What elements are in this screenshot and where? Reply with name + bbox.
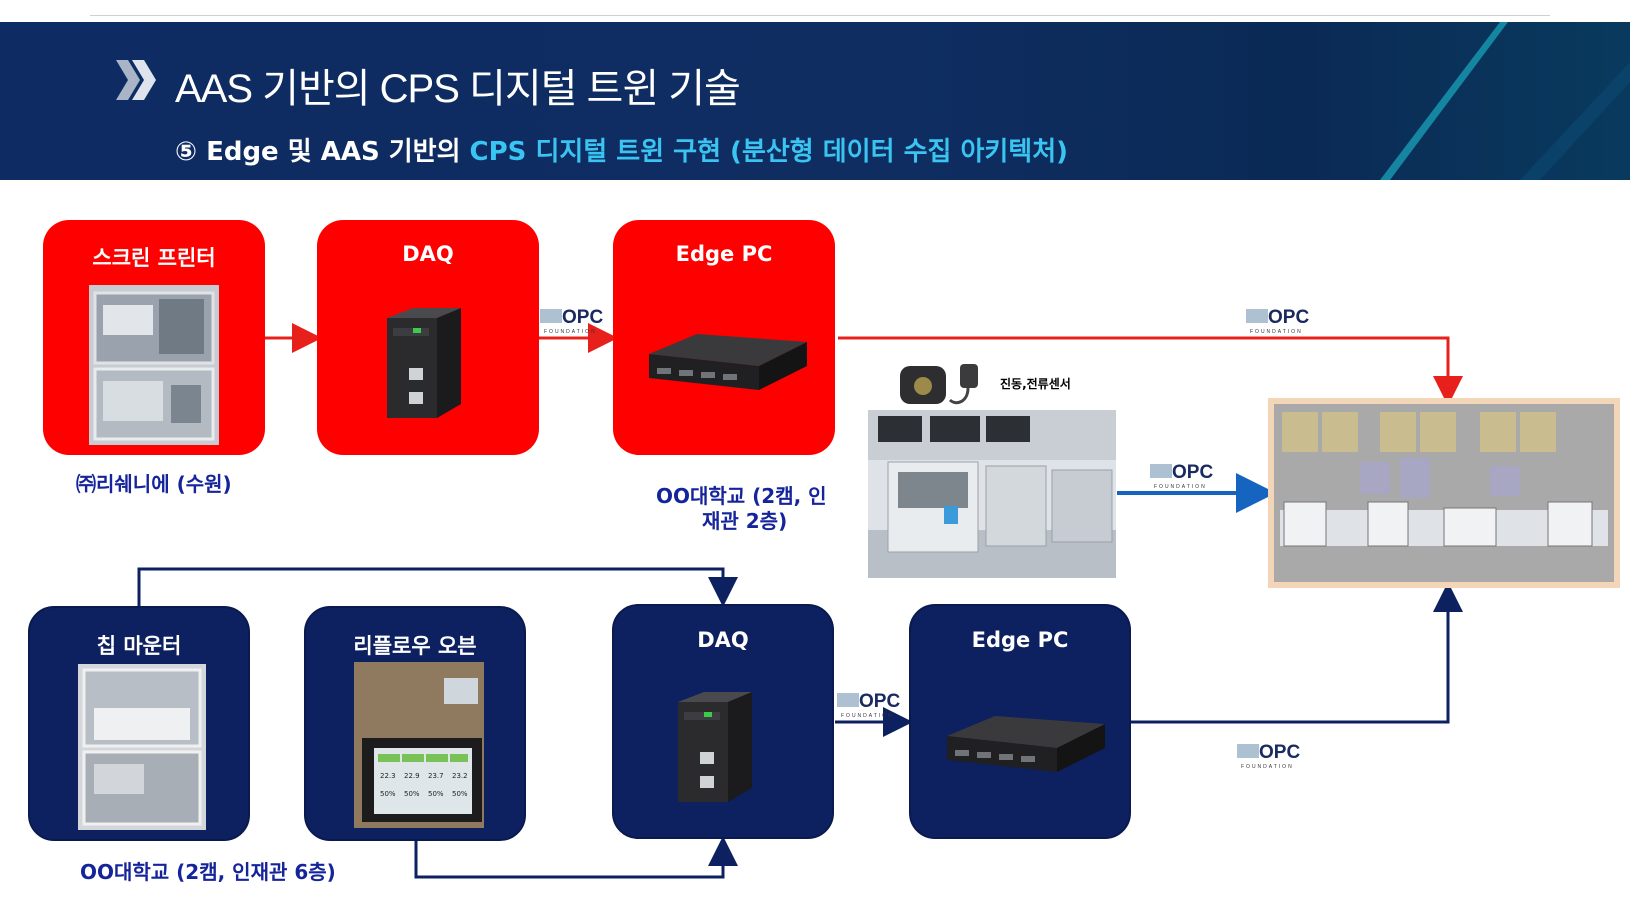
- double-chevron-icon: [116, 60, 156, 100]
- svg-text:FOUNDATION: FOUNDATION: [841, 713, 894, 719]
- opc-logo: OPC FOUNDATION: [1237, 742, 1300, 770]
- chip-mounter-photo: [78, 664, 206, 830]
- reflow-screen-value: 22.3: [380, 772, 396, 780]
- screen-printer-box: 스크린 프린터: [43, 220, 265, 455]
- edge-pc-box-bottom: Edge PC: [909, 604, 1131, 839]
- svg-text:OPC: OPC: [1268, 307, 1309, 328]
- navy-flow: [137, 567, 1463, 879]
- svg-text:OPC: OPC: [1172, 462, 1213, 483]
- svg-text:OPC: OPC: [859, 691, 900, 712]
- daq-device-image: [387, 308, 461, 418]
- subtitle-highlight: CPS 디지털 트윈 구현 (분산형 데이터 수집 아키텍처): [469, 137, 1069, 167]
- opc-logo: OPC FOUNDATION: [1246, 307, 1309, 335]
- reflow-screen-value: 23.2: [452, 772, 468, 780]
- reflow-screen-value: 50%: [404, 790, 420, 798]
- edge-pc-label-bottom: Edge PC: [971, 628, 1069, 652]
- screen-printer-photo: [89, 285, 219, 445]
- reflow-screen-value: 50%: [380, 790, 396, 798]
- caption-company-suwon: ㈜리쉐니에 (수원): [76, 472, 232, 496]
- opc-logo: OPC FOUNDATION: [1150, 462, 1213, 490]
- svg-text:OPC: OPC: [1259, 742, 1300, 763]
- edge-pc-box-top: Edge PC: [613, 220, 835, 455]
- daq-label-top: DAQ: [402, 242, 454, 266]
- slide-header: AAS 기반의 CPS 디지털 트윈 기술 ⑤ Edge 및 AAS 기반의 C…: [0, 22, 1630, 180]
- top-divider: [90, 15, 1550, 16]
- caption-univ-2f-line2: 재관 2층): [702, 509, 788, 533]
- factory-line-photo: [868, 410, 1116, 578]
- opc-logo: OPC FOUNDATION: [540, 307, 603, 335]
- edge-pc-label-top: Edge PC: [675, 242, 773, 266]
- reflow-screen-value: 23.7: [428, 772, 444, 780]
- reflow-screen-value: 50%: [452, 790, 468, 798]
- caption-univ-2f-line1: OO대학교 (2캠, 인: [656, 484, 827, 508]
- opc-logo: OPC FOUNDATION: [837, 691, 900, 719]
- reflow-oven-label: 리플로우 오븐: [353, 634, 477, 658]
- sensor-label: 진동,전류센서: [1000, 377, 1071, 391]
- svg-text:FOUNDATION: FOUNDATION: [544, 329, 597, 335]
- red-flow: [265, 323, 1463, 406]
- daq-label-bottom: DAQ: [697, 628, 749, 652]
- reflow-oven-box: 리플로우 오븐 22.3 22.9 23.7 23.2 50% 50% 50% …: [304, 606, 526, 841]
- header-decoration: [1380, 22, 1630, 180]
- svg-text:FOUNDATION: FOUNDATION: [1154, 484, 1207, 490]
- page-subtitle: ⑤ Edge 및 AAS 기반의 CPS 디지털 트윈 구현 (분산형 데이터 …: [175, 131, 1068, 168]
- digital-twin-screen: [1268, 398, 1620, 588]
- caption-univ-6f: OO대학교 (2캠, 인재관 6층): [80, 860, 336, 884]
- screen-printer-label: 스크린 프린터: [92, 246, 216, 270]
- edge-pc-image: [649, 334, 807, 390]
- edge-pc-image: [947, 716, 1105, 772]
- page-title: AAS 기반의 CPS 디지털 트윈 기술: [175, 67, 741, 111]
- svg-text:FOUNDATION: FOUNDATION: [1250, 329, 1303, 335]
- chip-mounter-label: 칩 마운터: [96, 634, 182, 658]
- daq-box-bottom: DAQ: [612, 604, 834, 839]
- reflow-screen-value: 22.9: [404, 772, 420, 780]
- chip-mounter-box: 칩 마운터: [28, 606, 250, 841]
- svg-text:OPC: OPC: [562, 307, 603, 328]
- reflow-oven-photo: 22.3 22.9 23.7 23.2 50% 50% 50% 50%: [354, 662, 484, 828]
- daq-device-image: [678, 692, 752, 802]
- subtitle-prefix: ⑤ Edge 및 AAS 기반의: [175, 137, 470, 167]
- vibration-current-sensor-image: [900, 364, 978, 405]
- daq-box-top: DAQ: [317, 220, 539, 455]
- svg-text:FOUNDATION: FOUNDATION: [1241, 764, 1294, 770]
- reflow-screen-value: 50%: [428, 790, 444, 798]
